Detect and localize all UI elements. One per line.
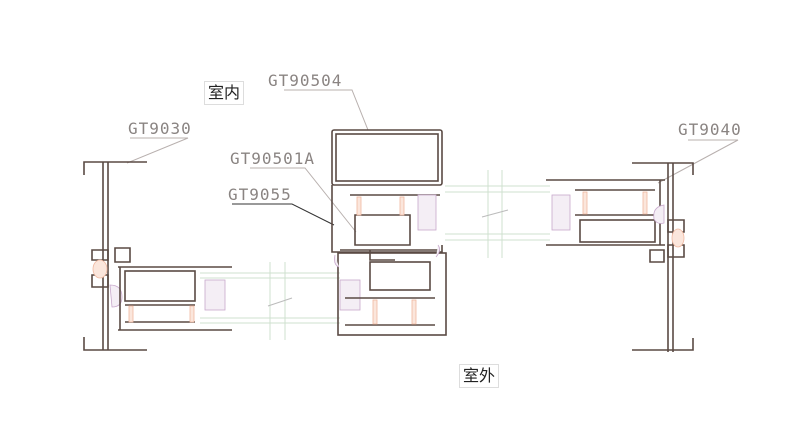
label-gt90501a: GT90501A	[230, 149, 316, 168]
glass-left	[200, 262, 361, 340]
sash-middle	[331, 129, 447, 336]
label-gt9040: GT9040	[678, 120, 742, 139]
label-gt90504: GT90504	[268, 71, 343, 90]
leader-lines	[126, 89, 739, 233]
glass-right	[417, 170, 571, 258]
outdoor-label: 室外	[459, 364, 500, 388]
label-gt9030: GT9030	[128, 119, 192, 138]
sash-left	[118, 266, 232, 331]
frame-gt9030	[83, 161, 147, 351]
sash-right	[546, 179, 665, 246]
label-gt9055: GT9055	[228, 185, 292, 204]
frame-gt9040	[632, 162, 694, 352]
indoor-label: 室内	[204, 81, 245, 105]
